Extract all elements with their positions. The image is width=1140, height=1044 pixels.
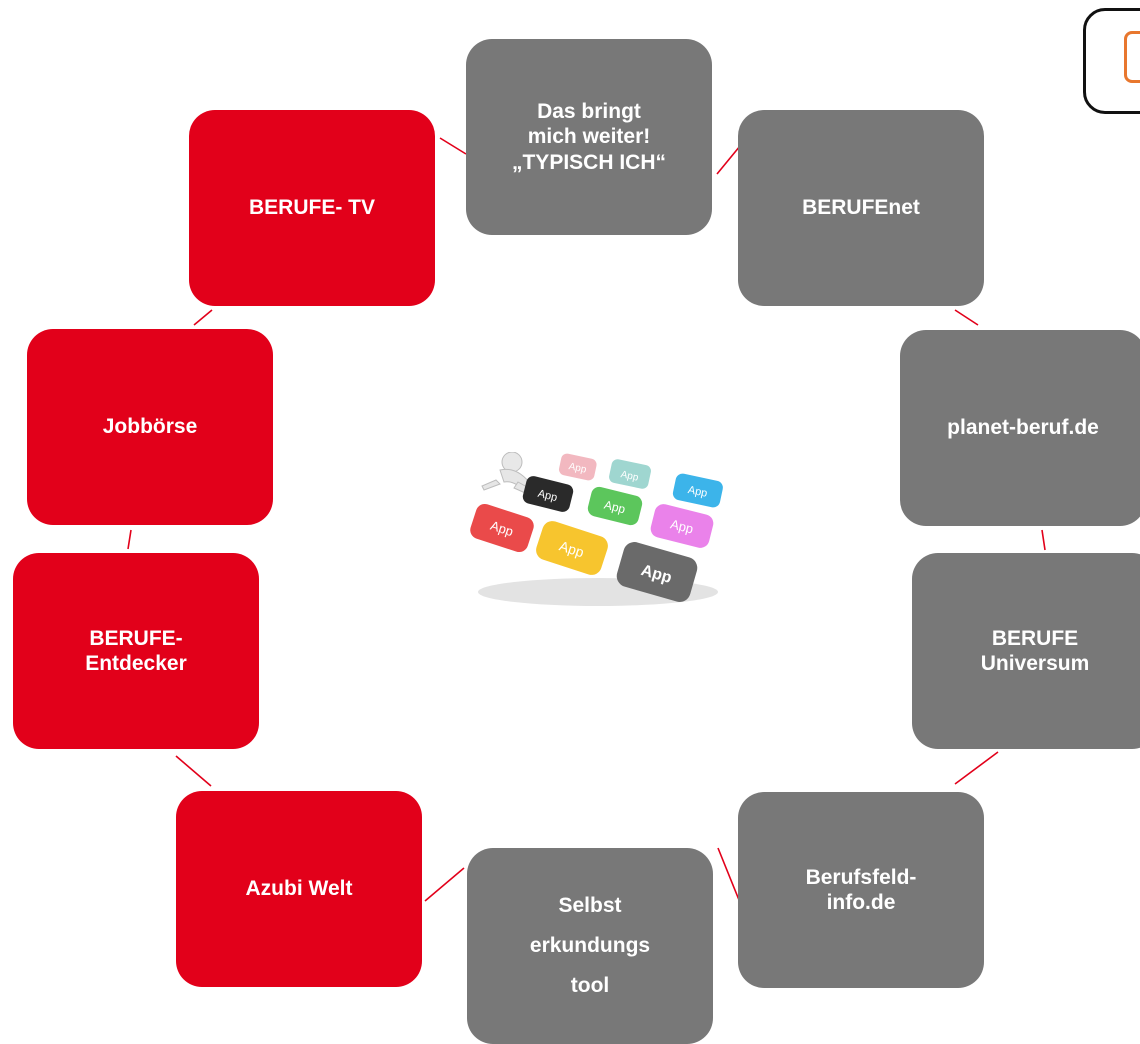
connector-line (716, 145, 741, 175)
node-label: BERUFE- TV (249, 196, 375, 220)
figure-icon (481, 452, 537, 497)
node-label: Das bringt mich weiter! „TYPISCH ICH“ (511, 100, 666, 174)
app-key-green: App (587, 486, 643, 526)
corner-logo-icon (1083, 8, 1140, 114)
app-key-label: App (620, 469, 640, 484)
node-berufe-entdecker[interactable]: BERUFE- Entdecker (13, 553, 259, 749)
node-berufe-tv[interactable]: BERUFE- TV (189, 110, 435, 306)
app-key-black: App (522, 476, 574, 512)
node-label: planet-beruf.de (947, 416, 1099, 440)
node-label: Jobbörse (102, 415, 198, 439)
node-jobboerse[interactable]: Jobbörse (27, 329, 273, 525)
connector-line (717, 847, 740, 901)
app-key-label: App (557, 537, 586, 560)
app-key-red: App (470, 503, 534, 553)
connector-line (424, 867, 465, 902)
node-berufsfeld-info[interactable]: Berufsfeld- info.de (738, 792, 984, 988)
node-planet-beruf[interactable]: planet-beruf.de (900, 330, 1140, 526)
app-key-label: App (489, 518, 516, 539)
logo-mark (1124, 31, 1140, 83)
node-label: BERUFE Universum (980, 626, 1090, 675)
app-key-label: App (568, 461, 588, 476)
node-label: BERUFEnet (802, 196, 920, 220)
connector-line (954, 751, 999, 785)
app-key-gray: App (616, 542, 698, 602)
app-key-blue: App (672, 473, 723, 508)
node-label: BERUFE- Entdecker (85, 626, 187, 675)
node-azubi-welt[interactable]: Azubi Welt (176, 791, 422, 987)
app-key-violet: App (650, 504, 714, 548)
connector-line (193, 309, 213, 326)
connector-line (127, 529, 132, 550)
app-key-label: App (687, 484, 709, 500)
node-label: Azubi Welt (245, 877, 353, 901)
node-berufe-universum[interactable]: BERUFE Universum (912, 553, 1140, 749)
node-selbsterkundungstool[interactable]: Selbst erkundungs tool (467, 848, 713, 1044)
node-label: Berufsfeld- info.de (805, 865, 917, 914)
connector-line (439, 137, 467, 155)
app-key-yellow: App (536, 521, 608, 575)
app-key-label: App (669, 516, 695, 536)
app-keys-illustration: App App App App App App App App (470, 452, 723, 606)
app-key-pink: App (559, 453, 597, 481)
connector-line (954, 309, 979, 326)
connector-line (1041, 529, 1046, 551)
node-berufenet[interactable]: BERUFEnet (738, 110, 984, 306)
connector-line (175, 755, 212, 787)
app-key-label: App (537, 488, 559, 504)
node-typisch-ich[interactable]: Das bringt mich weiter! „TYPISCH ICH“ (466, 39, 712, 235)
app-key-label: App (603, 498, 627, 517)
node-label: Selbst erkundungs tool (529, 894, 651, 997)
app-key-teal: App (609, 459, 651, 489)
